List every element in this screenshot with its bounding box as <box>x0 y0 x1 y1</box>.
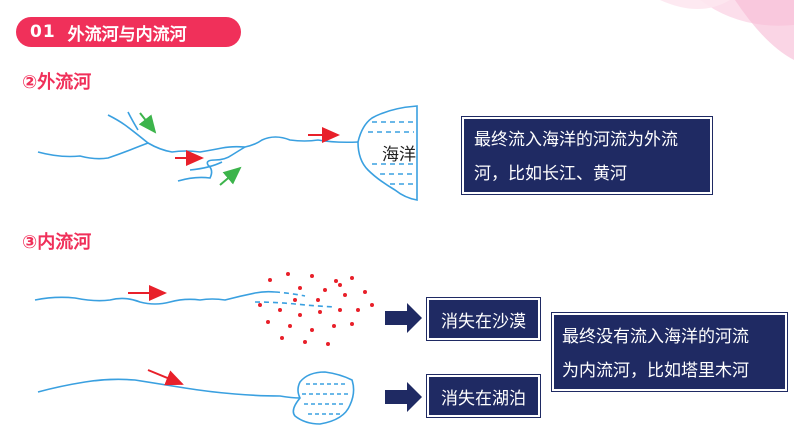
inflow-river-desert <box>34 290 336 308</box>
result-lake-box: 消失在湖泊 <box>426 374 541 418</box>
section-header: 01 外流河与内流河 <box>16 17 241 47</box>
result-arrow-lake <box>385 382 422 412</box>
outflow-river <box>37 111 359 182</box>
inflow-definition-line2: 为内流河，比如塔里木河 <box>562 361 749 381</box>
inflow-definition-box: 最终没有流入海洋的河流 为内流河，比如塔里木河 <box>551 312 788 392</box>
tributary-arrow-lower <box>219 166 242 186</box>
inflow-definition-line1: 最终没有流入海洋的河流 <box>562 327 749 347</box>
result-lake-text: 消失在湖泊 <box>441 388 526 409</box>
header-title: 外流河与内流河 <box>67 24 187 45</box>
inflow-river-lake <box>37 378 301 399</box>
ocean-shape <box>357 105 418 201</box>
result-desert-box: 消失在沙漠 <box>426 297 541 341</box>
lake-shape <box>292 371 355 425</box>
tributary-arrow-upper <box>138 112 157 134</box>
inflow-river-label: ③内流河 <box>22 232 92 253</box>
outflow-definition-line1: 最终流入海洋的河流为外流 <box>474 130 678 150</box>
result-arrow-desert <box>385 303 422 333</box>
result-desert-text: 消失在沙漠 <box>441 311 526 332</box>
ocean-label: 海洋 <box>382 145 416 165</box>
outflow-river-label: ②外流河 <box>22 72 92 93</box>
outflow-definition-box: 最终流入海洋的河流为外流 河，比如长江、黄河 <box>461 116 713 195</box>
header-number: 01 <box>30 22 56 42</box>
outflow-definition-line2: 河，比如长江、黄河 <box>474 164 627 184</box>
desert-dots <box>258 272 374 346</box>
flow-arrow-lake <box>147 369 184 386</box>
